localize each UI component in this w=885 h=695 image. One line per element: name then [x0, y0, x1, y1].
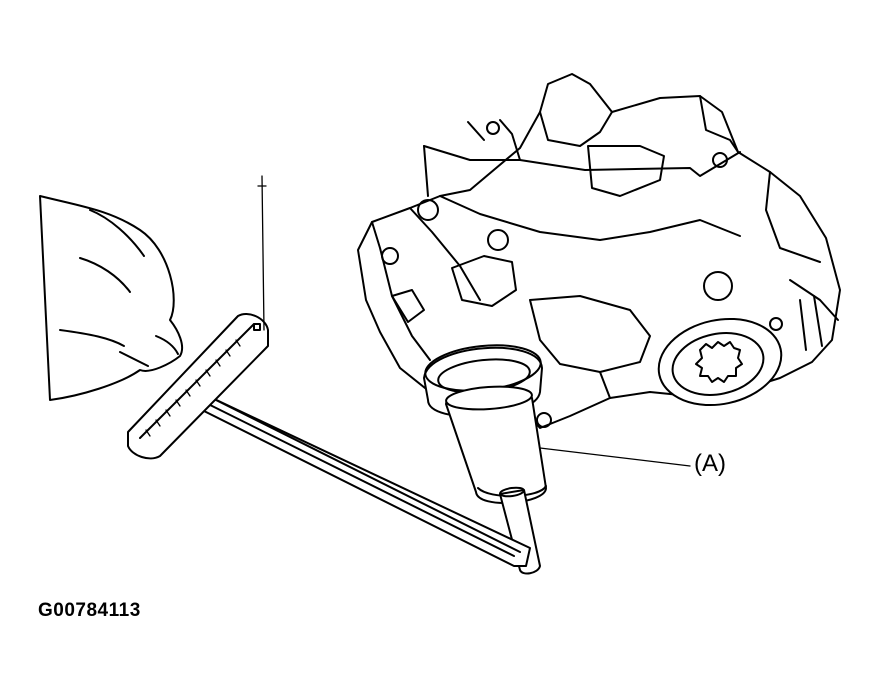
pointer-needle [257, 175, 267, 331]
technician-hand [39, 195, 184, 401]
special-tool-a [445, 385, 547, 575]
callout-label-a: (A) [694, 450, 726, 477]
figure-id: G00784113 [38, 600, 141, 621]
output-flange [657, 317, 783, 407]
callout-leader-line [539, 447, 691, 467]
torque-wrench [127, 312, 531, 567]
